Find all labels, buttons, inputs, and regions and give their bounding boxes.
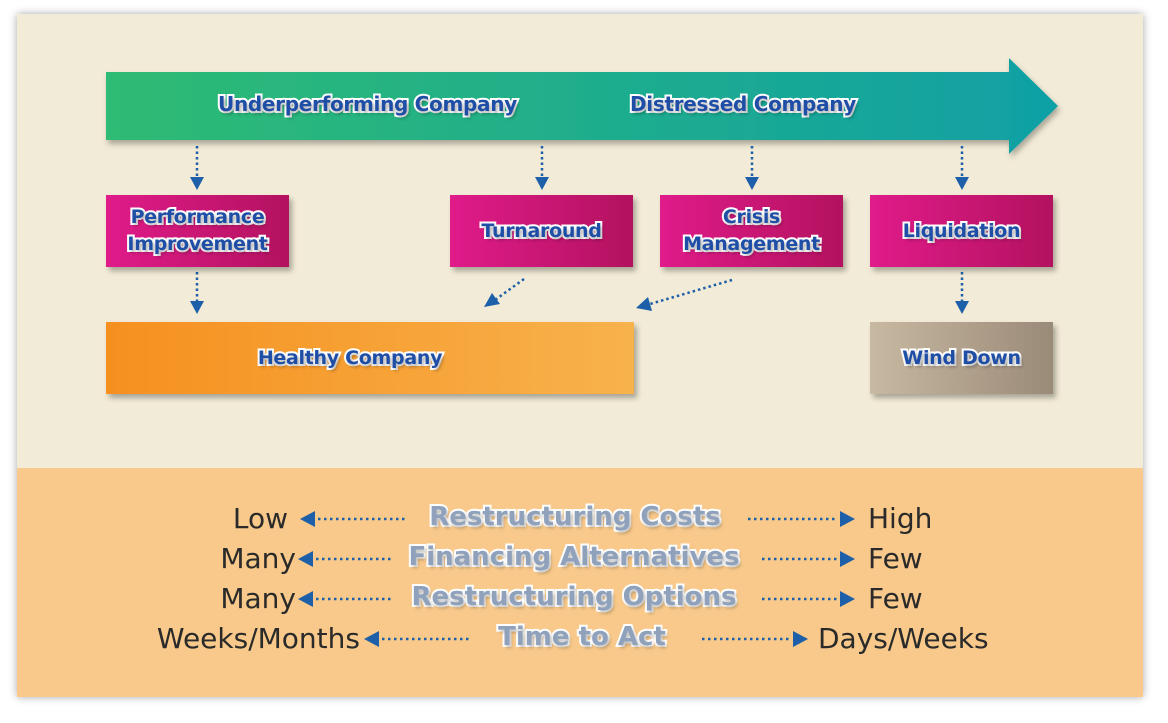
arrow-turnaround-to-healthy bbox=[494, 277, 525, 302]
row3-left-value: Many bbox=[220, 582, 296, 615]
arrowhead-crisis-to-healthy bbox=[636, 297, 652, 311]
progression-arrow bbox=[106, 58, 1058, 154]
healthy-company-label: Healthy Company bbox=[256, 345, 445, 371]
row3-title: Restructuring Options bbox=[409, 580, 738, 614]
row3-right-arrowhead bbox=[840, 591, 855, 607]
distressed-company-label: Distressed Company bbox=[628, 90, 858, 118]
down-arrowhead-liquidation bbox=[955, 177, 969, 190]
bottom-panel bbox=[17, 468, 1143, 697]
liquidation-label: Liquidation bbox=[901, 218, 1023, 244]
down-arrowhead-performance bbox=[190, 177, 204, 190]
row2-title: Financing Alternatives bbox=[406, 540, 741, 574]
liquidation-box: Liquidation bbox=[870, 195, 1053, 267]
row1-left-value: Low bbox=[232, 502, 288, 535]
row4-title: Time to Act bbox=[496, 620, 668, 654]
row1-right-value: High bbox=[868, 502, 933, 535]
performance-improvement-label: Performance Improvement bbox=[125, 204, 269, 257]
row4-right-value: Days/Weeks bbox=[818, 622, 989, 655]
turnaround-box: Turnaround bbox=[450, 195, 633, 267]
row2-left-arrowhead bbox=[298, 551, 313, 567]
arrowhead-performance-to-healthy bbox=[190, 301, 204, 314]
underperforming-company-label: Underperforming Company bbox=[216, 90, 519, 118]
arrowhead-liquidation-to-winddown bbox=[955, 301, 969, 314]
down-arrowhead-crisis bbox=[745, 177, 759, 190]
arrowhead-turnaround-to-healthy bbox=[484, 293, 500, 307]
row2-left-value: Many bbox=[220, 542, 296, 575]
row1-title: Restructuring Costs bbox=[427, 500, 722, 534]
performance-improvement-box: Performance Improvement bbox=[106, 195, 289, 267]
wind-down-label: Wind Down bbox=[900, 345, 1023, 371]
row2-right-arrowhead bbox=[840, 551, 855, 567]
crisis-management-box: Crisis Management bbox=[660, 195, 843, 267]
row4-left-arrowhead bbox=[364, 631, 379, 647]
row1-right-arrowhead bbox=[840, 511, 855, 527]
healthy-company-box: Healthy Company bbox=[106, 322, 634, 394]
row3-right-value: Few bbox=[868, 582, 923, 615]
row3-left-arrowhead bbox=[298, 591, 313, 607]
row4-right-arrowhead bbox=[793, 631, 808, 647]
wind-down-box: Wind Down bbox=[870, 322, 1053, 394]
row1-left-arrowhead bbox=[300, 511, 315, 527]
crisis-management-label: Crisis Management bbox=[681, 204, 822, 257]
row4-left-value: Weeks/Months bbox=[156, 622, 360, 655]
down-arrowhead-turnaround bbox=[535, 177, 549, 190]
arrow-crisis-to-healthy bbox=[649, 278, 733, 306]
turnaround-label: Turnaround bbox=[479, 218, 604, 244]
row2-right-value: Few bbox=[868, 542, 923, 575]
